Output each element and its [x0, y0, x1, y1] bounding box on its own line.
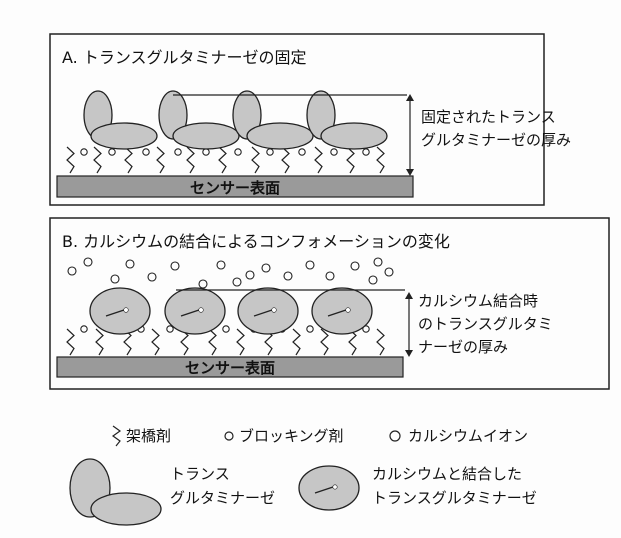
calcium-ion-circle-icon	[110, 274, 120, 284]
blocking-agent-circle-icon	[224, 431, 234, 441]
calcium-ion-circle-icon	[216, 260, 226, 270]
calcium-ion-circle-icon	[373, 257, 383, 267]
blocking-agent-circle-icon	[80, 148, 88, 156]
calcium-ion-circle-icon	[232, 277, 242, 287]
blocking-agent-circle-icon	[80, 325, 88, 333]
blocking-agent-circle-icon	[298, 148, 306, 156]
arrowhead-down-a	[406, 169, 414, 176]
legend-crosslinker-label: 架橋剤	[126, 427, 172, 445]
transglutaminases-a	[83, 90, 388, 150]
crosslinker-zigzag-icon	[66, 146, 75, 174]
crosslinkers-b	[66, 328, 385, 356]
blocking-agent-circle-icon	[166, 325, 174, 333]
calcium-bound-transglutaminase-icon	[164, 287, 226, 335]
arrowhead-down-b	[405, 350, 413, 357]
crosslinker-zigzag-icon	[186, 146, 195, 174]
calcium-bound-transglutaminase-icon	[89, 287, 151, 335]
calcium-ion-circle-icon	[325, 271, 335, 281]
thickness-label-b-line3: ナーゼの厚み	[418, 338, 509, 356]
crosslinker-zigzag-icon	[251, 146, 260, 174]
calcium-ion-circle-icon	[245, 270, 255, 280]
legend-ca-bound-line1: カルシウムと結合した	[372, 465, 523, 483]
calcium-ion-circle-icon	[283, 271, 293, 281]
calcium-bound-transglutaminase-icon	[311, 287, 373, 335]
panel-b-border	[49, 217, 610, 390]
calcium-ion-circle-icon	[67, 266, 77, 276]
crosslinker-zigzag-icon	[208, 328, 217, 356]
blocking-agent-circle-icon	[234, 148, 242, 156]
crosslinkers-a	[66, 146, 385, 174]
transglutaminase-icon	[83, 90, 158, 150]
legend-blocking-agent-label: ブロッキング剤	[239, 427, 344, 445]
blocking-agent-circle-icon	[306, 325, 314, 333]
calcium-ion-circle-icon	[198, 279, 208, 289]
thickness-label-b-line1: カルシウム結合時	[418, 292, 539, 310]
ca-bound-transglutaminases-b	[89, 287, 373, 335]
blocking-agent-circle-icon	[174, 148, 182, 156]
crosslinker-zigzag-icon	[320, 328, 329, 356]
sensor-surface-label-a: センサー表面	[189, 179, 280, 197]
panel-a-border	[49, 33, 545, 206]
transglutaminase-icon	[69, 458, 162, 526]
thickness-label-a-line1: 固定されたトランス	[421, 108, 556, 126]
panel-b-title: B. カルシウムの結合によるコンフォメーションの変化	[62, 232, 450, 251]
transglutaminase-icon	[232, 90, 314, 150]
crosslinker-zigzag-icon	[376, 328, 385, 356]
transglutaminase-icon	[306, 90, 388, 150]
crosslinker-zigzag-icon	[111, 425, 122, 447]
crosslinker-zigzag-icon	[346, 146, 355, 174]
calcium-ion-circle-icon	[368, 275, 378, 285]
blocking-agent-circle-icon	[222, 325, 230, 333]
legend-transglutaminase-line2: グルタミナーゼ	[170, 489, 276, 507]
crosslinker-zigzag-icon	[95, 328, 104, 356]
crosslinker-zigzag-icon	[314, 146, 323, 174]
crosslinker-zigzag-icon	[124, 146, 133, 174]
crosslinker-zigzag-icon	[292, 328, 301, 356]
legend-ca-bound-line2: トランスグルタミナーゼ	[372, 489, 537, 507]
calcium-ion-circle-icon	[125, 259, 135, 269]
calcium-ion-circle-icon	[384, 267, 394, 277]
blocking-agent-circle-icon	[362, 325, 370, 333]
calcium-ion-circle-icon	[350, 261, 360, 271]
crosslinker-zigzag-icon	[111, 425, 122, 447]
calcium-bound-transglutaminase-icon	[237, 287, 299, 335]
crosslinker-zigzag-icon	[281, 146, 290, 174]
legend-transglutaminase-line1: トランス	[170, 465, 230, 483]
crosslinker-zigzag-icon	[218, 146, 227, 174]
legend-calcium-ion-label: カルシウムイオン	[408, 427, 529, 445]
transglutaminase-icon	[158, 90, 240, 150]
calcium-ion-circle-icon	[83, 257, 93, 267]
calcium-ion-circle-icon	[170, 261, 180, 271]
sensor-surface-label-b: センサー表面	[184, 359, 275, 377]
sensor-surface-b	[56, 356, 404, 378]
thickness-label-a-line2: グルタミナーゼの厚み	[421, 131, 572, 149]
blocking-agent-circle-icon	[142, 148, 150, 156]
sensor-surface-a	[56, 175, 414, 198]
thickness-label-b-line2: のトランスグルタミ	[418, 315, 553, 333]
crosslinker-zigzag-icon	[66, 328, 75, 356]
calcium-bound-transglutaminase-icon	[298, 465, 360, 511]
arrowhead-up-b	[405, 292, 413, 299]
calcium-ion-circle-icon	[261, 263, 271, 273]
crosslinker-zigzag-icon	[236, 328, 245, 356]
crosslinker-zigzag-icon	[156, 146, 165, 174]
arrowhead-up-a	[406, 94, 414, 101]
calcium-ions-b	[67, 257, 394, 289]
crosslinker-zigzag-icon	[376, 146, 385, 174]
crosslinker-zigzag-icon	[151, 328, 160, 356]
crosslinker-zigzag-icon	[348, 328, 357, 356]
calcium-ion-circle-icon	[147, 272, 157, 282]
panel-a-title: A. トランスグルタミナーゼの固定	[62, 48, 307, 67]
crosslinker-zigzag-icon	[93, 146, 102, 174]
calcium-ion-circle-icon	[305, 260, 315, 270]
blocking-agent-circle-icon	[330, 148, 338, 156]
calcium-ion-circle-icon	[389, 430, 401, 442]
